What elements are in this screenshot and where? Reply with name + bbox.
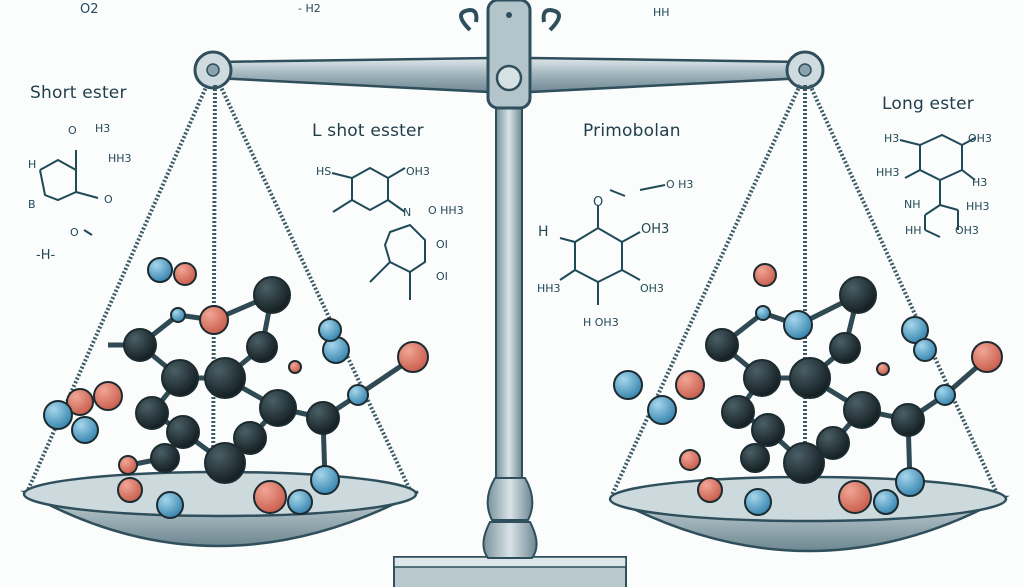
atom-label: OH3	[968, 132, 992, 145]
atom-label: H	[538, 224, 549, 240]
long-ester-label: Long ester	[882, 94, 974, 114]
atom-label: OH3	[640, 282, 664, 295]
atom-label: H3	[95, 122, 111, 135]
atom-label: OH3	[641, 222, 670, 237]
atom-label: N	[403, 206, 412, 219]
atom-label: NH	[904, 198, 921, 211]
atom-label: HH3	[876, 166, 900, 179]
atom-label: H OH3	[583, 316, 619, 329]
atom-label: HH3	[108, 152, 132, 165]
atom-label: OI	[436, 238, 448, 251]
atom-label: O H3	[666, 178, 694, 191]
atom-label: HH3	[537, 282, 561, 295]
scale-chains	[26, 84, 1002, 501]
atom-label: OI	[436, 270, 448, 283]
structure-right	[899, 133, 976, 238]
atom-label: O HH3	[428, 204, 464, 217]
left-molecule-model	[43, 257, 429, 519]
atom-label: O	[593, 195, 604, 210]
structure-primobolan	[559, 184, 666, 305]
atom-label: H3	[972, 176, 988, 189]
structure-center-left	[331, 166, 426, 300]
atom-label: O	[68, 124, 77, 137]
scale-beam	[193, 0, 825, 110]
atom-label: B	[28, 198, 36, 211]
short-ester-center-label: L shot esster	[312, 121, 424, 141]
atom-label: H	[28, 158, 37, 171]
atom-label: H3	[884, 132, 900, 145]
structure-left	[39, 150, 99, 236]
right-molecule-model	[613, 263, 1003, 516]
primobolan-label: Primobolan	[583, 121, 681, 141]
formula-top-right: HH	[653, 6, 670, 19]
scale-pole	[482, 99, 538, 559]
atom-label: HH3	[966, 200, 990, 213]
formula-top-mid: - H2	[298, 2, 321, 15]
scale-base	[393, 556, 627, 587]
formula-top-left: O2	[80, 2, 99, 17]
atom-label: OH3	[955, 224, 979, 237]
atom-label: -H-	[36, 248, 56, 263]
atom-label: HH	[905, 224, 922, 237]
atom-label: OH3	[406, 165, 430, 178]
atom-label: O	[104, 193, 113, 206]
atom-label: O	[70, 226, 79, 239]
short-ester-label: Short ester	[30, 83, 127, 103]
atom-label: HS	[316, 165, 332, 178]
right-pan	[608, 475, 1010, 553]
